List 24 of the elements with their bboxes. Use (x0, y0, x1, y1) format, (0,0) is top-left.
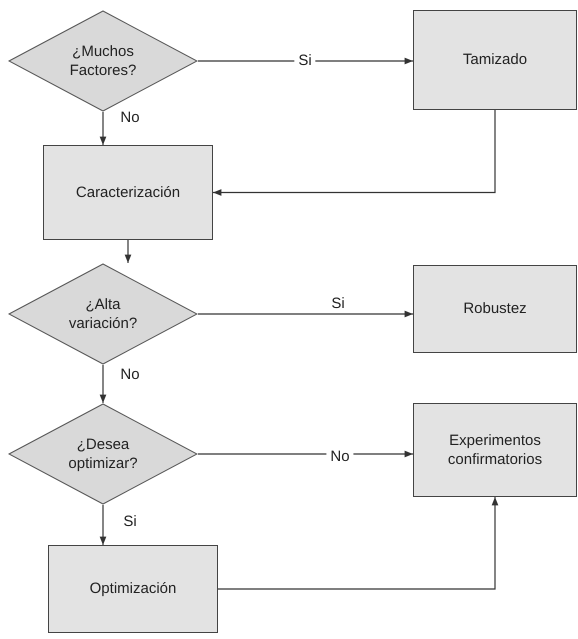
decision-diamond (8, 403, 198, 505)
node-label: Caracterización (74, 182, 182, 202)
decision-diamond (8, 10, 198, 112)
process-box (48, 545, 218, 633)
process-box (43, 145, 213, 240)
node-label: ¿Muchos Factores? (68, 42, 138, 80)
arrow (198, 58, 413, 64)
node-label: Optimización (88, 579, 178, 599)
process-box (413, 265, 577, 353)
arrow (213, 110, 496, 196)
process-box (413, 10, 577, 110)
process-box (413, 403, 577, 497)
arrow (100, 505, 106, 545)
arrow (124, 240, 132, 263)
arrow (100, 112, 106, 145)
node-label: Experimentos confirmatorios (446, 430, 544, 470)
arrow (198, 310, 413, 318)
node-label: ¿Desea optimizar? (67, 434, 139, 474)
arrow (218, 497, 498, 590)
node-label: Robustez (462, 299, 528, 319)
node-label: Tamizado (462, 50, 528, 70)
decision-diamond (8, 263, 198, 365)
arrow (100, 365, 106, 403)
node-label: ¿Alta variación? (68, 294, 138, 334)
